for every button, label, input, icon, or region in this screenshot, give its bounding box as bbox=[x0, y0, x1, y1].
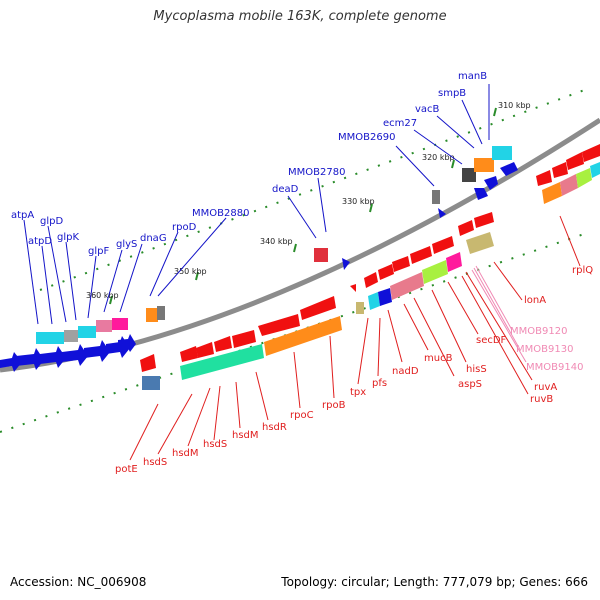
tick-320kbp: 320 kbp bbox=[422, 153, 455, 162]
gene-label-tpx: tpx bbox=[350, 387, 366, 398]
gene-label-MMOB2880: MMOB2880 bbox=[192, 208, 249, 219]
genome-summary-text: Topology: circular; Length: 777,079 bp; … bbox=[281, 575, 588, 589]
accession-text: Accession: NC_006908 bbox=[10, 575, 147, 589]
gene-label-glyS: glyS bbox=[116, 239, 137, 250]
gene-label-smpB: smpB bbox=[438, 88, 466, 99]
gene-label-MMOB9120: MMOB9120 bbox=[510, 326, 567, 337]
gene-label-MMOB9140: MMOB9140 bbox=[526, 362, 583, 373]
outer-dotted-ring bbox=[0, 87, 591, 433]
gene-label-aspS: aspS bbox=[458, 379, 482, 390]
gene-label-MMOB2780: MMOB2780 bbox=[288, 167, 345, 178]
gene-label-mucB: mucB bbox=[424, 353, 453, 364]
gene-label-hsdM: hsdM bbox=[232, 430, 259, 441]
gene-label-glpK: glpK bbox=[57, 232, 79, 243]
gene-label-pfs: pfs bbox=[372, 378, 387, 389]
kbp-ticks: 310 kbp 320 kbp 330 kbp 340 kbp 350 kbp … bbox=[86, 101, 531, 305]
gene-label-glpF: glpF bbox=[88, 246, 109, 257]
gene-label-potE: potE bbox=[115, 464, 138, 475]
forward-blocks bbox=[36, 146, 512, 344]
gene-label-dnaG: dnaG bbox=[140, 233, 167, 244]
reverse-gene-labels: rplQ lonA MMOB9120 MMOB9130 MMOB9140 ruv… bbox=[115, 215, 593, 475]
gene-label-vacB: vacB bbox=[415, 104, 440, 115]
gene-label-MMOB2690: MMOB2690 bbox=[338, 132, 395, 143]
gene-label-hsdM: hsdM bbox=[172, 448, 199, 459]
gene-label-atpD: atpD bbox=[28, 236, 52, 247]
genome-title: Mycoplasma mobile 163K, complete genome bbox=[153, 9, 447, 24]
gene-label-hsdR: hsdR bbox=[262, 422, 287, 433]
tick-340kbp: 340 kbp bbox=[260, 237, 293, 246]
gene-label-rpoC: rpoC bbox=[290, 410, 314, 421]
gene-label-nadD: nadD bbox=[392, 366, 419, 377]
reverse-blocks bbox=[142, 162, 600, 390]
gene-label-ruvB: ruvB bbox=[530, 394, 553, 405]
gene-label-ecm27: ecm27 bbox=[383, 118, 417, 129]
forward-arrows bbox=[0, 162, 518, 372]
tick-360kbp: 360 kbp bbox=[86, 291, 119, 300]
gene-label-MMOB9130: MMOB9130 bbox=[516, 344, 573, 355]
gene-label-glpD: glpD bbox=[40, 216, 63, 227]
gene-label-lonA: lonA bbox=[524, 295, 546, 306]
gene-label-rpoD: rpoD bbox=[172, 222, 197, 233]
reverse-arrows bbox=[140, 144, 600, 372]
tick-330kbp: 330 kbp bbox=[342, 197, 375, 206]
gene-label-hisS: hisS bbox=[466, 364, 487, 375]
gene-label-ruvA: ruvA bbox=[534, 382, 557, 393]
gene-label-rpoB: rpoB bbox=[322, 400, 346, 411]
tick-350kbp: 350 kbp bbox=[174, 267, 207, 276]
gene-label-hsdS: hsdS bbox=[203, 439, 227, 450]
gene-label-manB: manB bbox=[458, 71, 487, 82]
gene-label-atpA: atpA bbox=[11, 210, 34, 221]
gene-label-deaD: deaD bbox=[272, 184, 299, 195]
tick-310kbp: 310 kbp bbox=[498, 101, 531, 110]
forward-gene-labels: manB smpB vacB ecm27 MMOB2690 MMOB2780 d… bbox=[11, 71, 490, 325]
gene-label-secDF: secDF bbox=[476, 335, 507, 346]
gene-label-hsdS: hsdS bbox=[143, 457, 167, 468]
gene-label-rplQ: rplQ bbox=[572, 265, 593, 276]
